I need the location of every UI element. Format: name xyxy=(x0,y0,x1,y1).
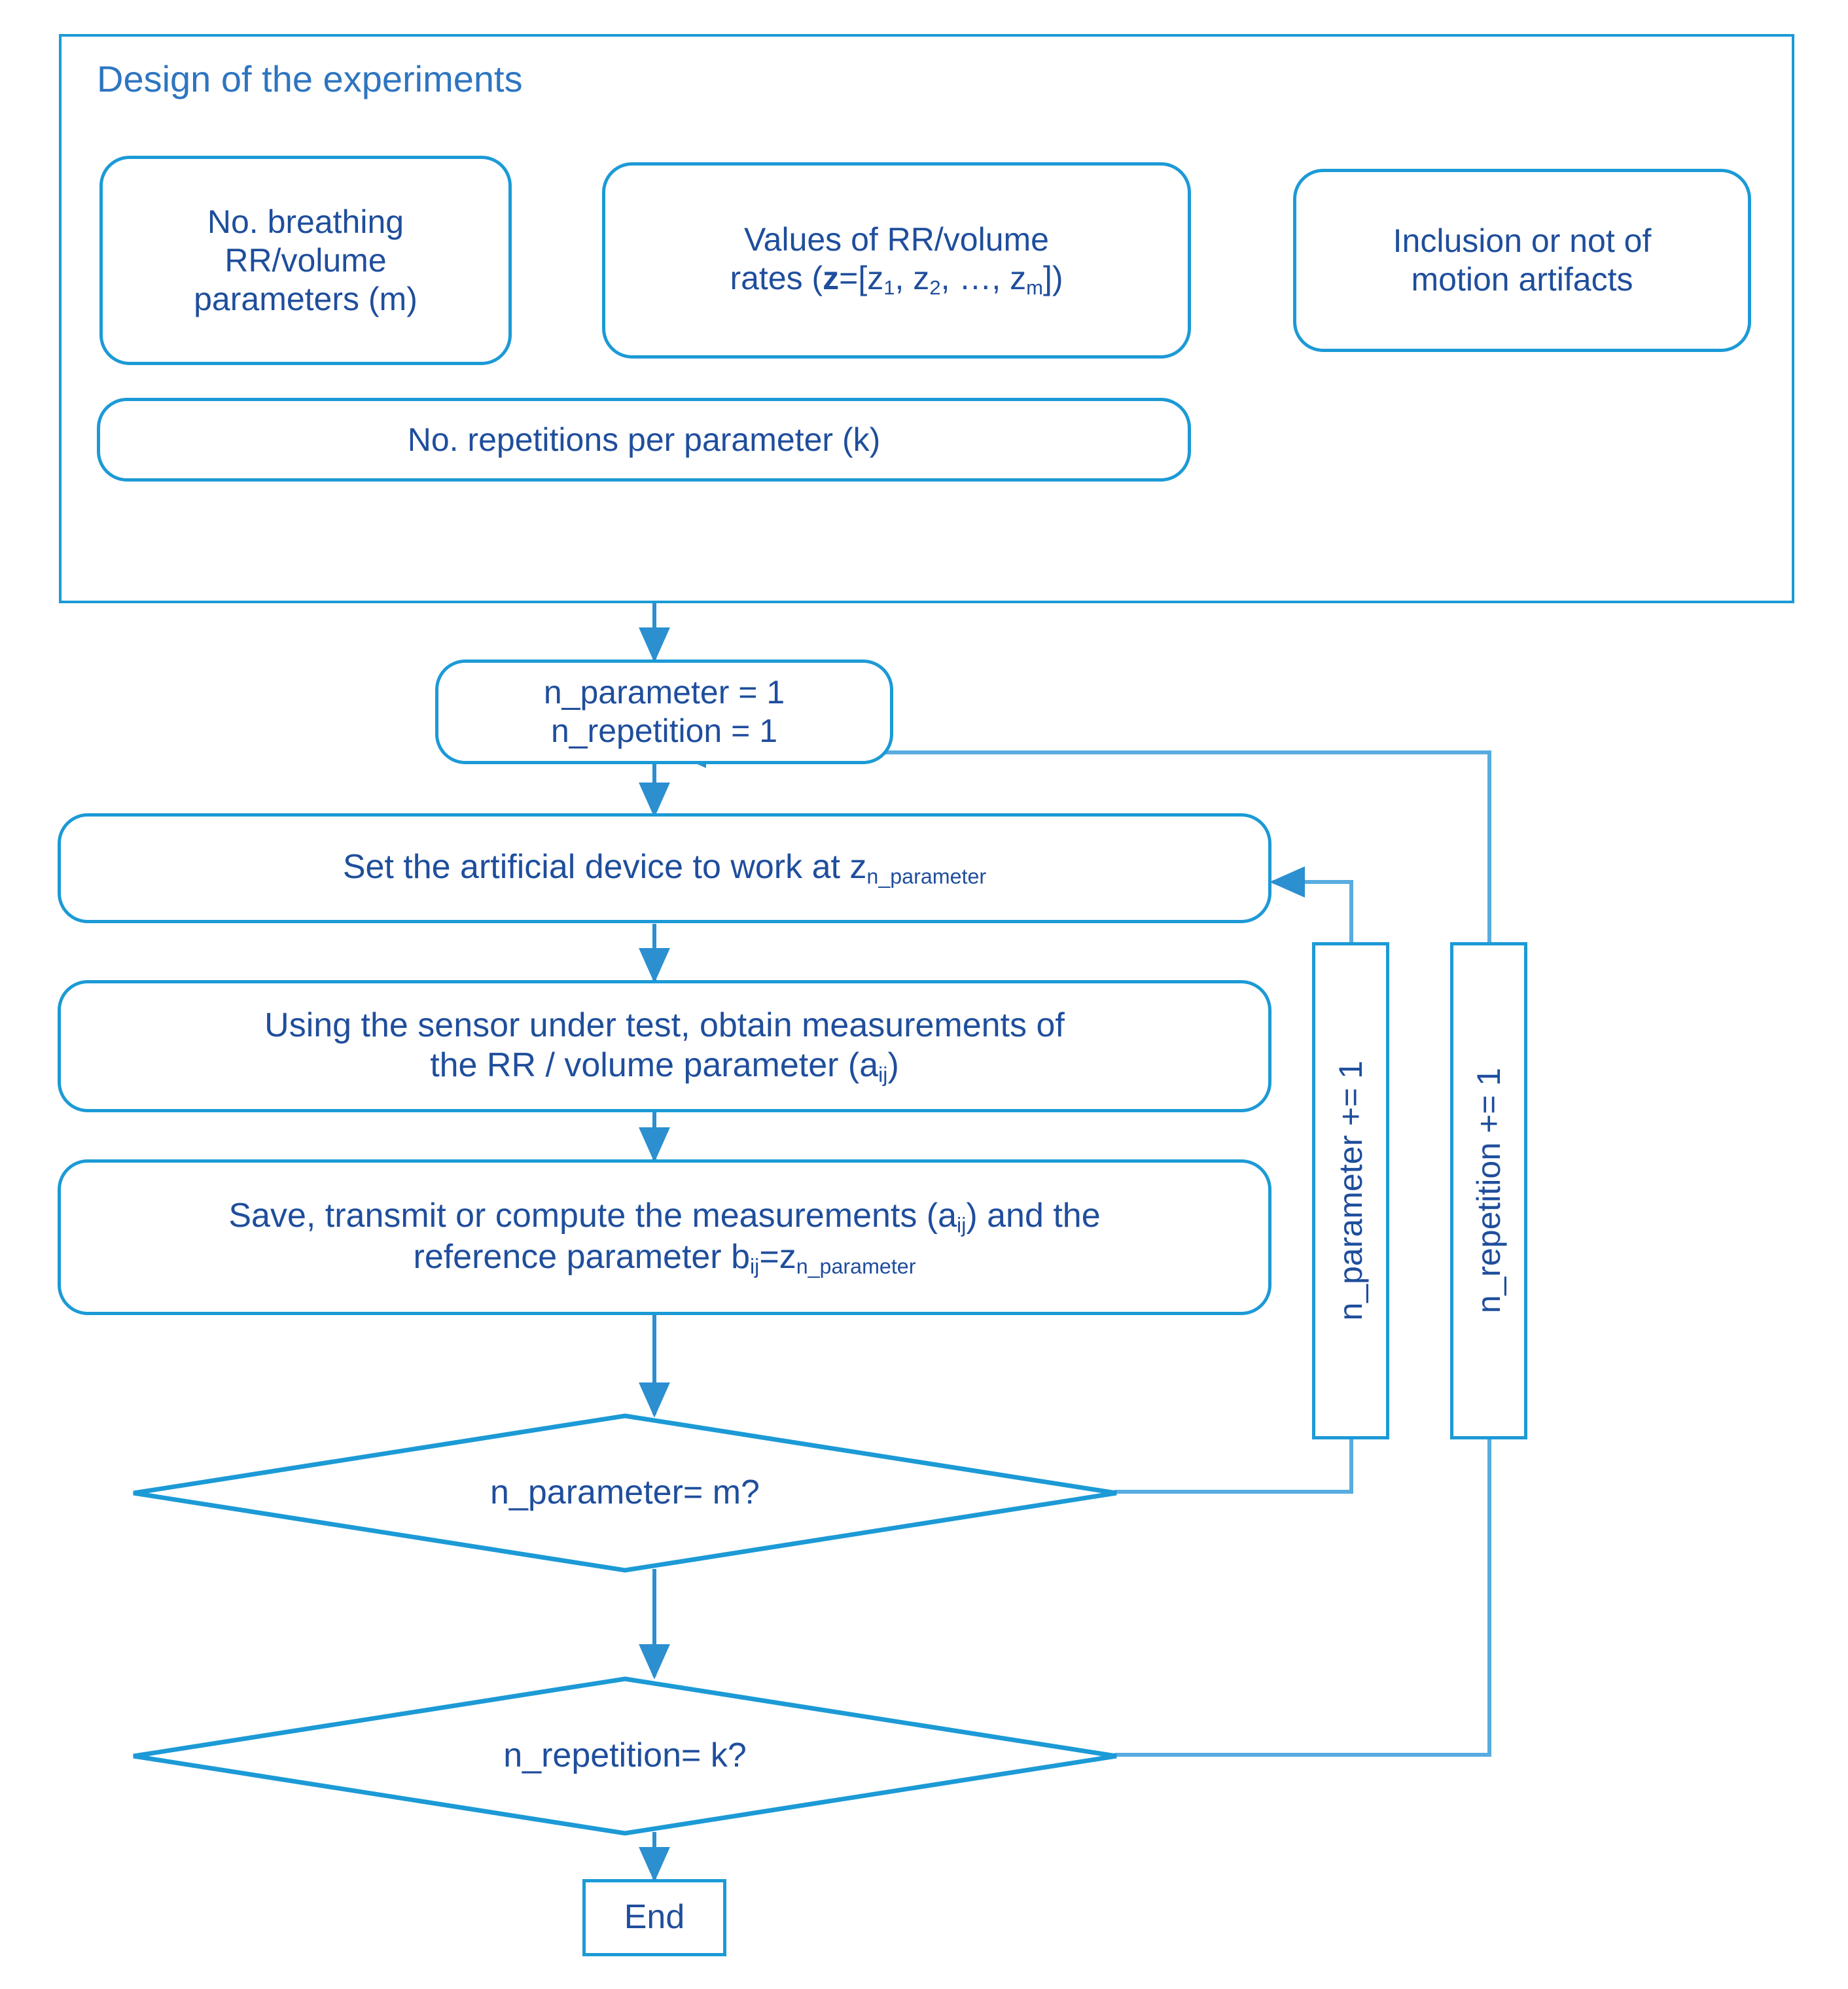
setdevice-prefix: Set the artificial device to work at z xyxy=(342,848,867,887)
node-repetitions-label: No. repetitions per parameter (k) xyxy=(407,421,881,458)
node-decision-repetition-shape xyxy=(133,1676,1117,1836)
node-decision-parameter: n_parameter= m? xyxy=(131,1413,1119,1573)
values-suffix: ]) xyxy=(1042,260,1063,297)
node-set-artificial-device: Set the artificial device to work at zn_… xyxy=(58,813,1271,923)
save-line2-mid: =z xyxy=(759,1238,796,1276)
values-sub3: m xyxy=(1026,276,1043,300)
save-line2: reference parameter bij=zn_parameter xyxy=(228,1237,1100,1278)
node-save-transmit-compute: Save, transmit or compute the measuremen… xyxy=(58,1159,1271,1315)
measure-line2-post: ) xyxy=(887,1046,899,1084)
node-increment-repetition: n_repetition += 1 xyxy=(1450,942,1527,1439)
save-line1-sub: ij xyxy=(957,1212,967,1237)
values-sub2: 2 xyxy=(929,276,941,300)
increment-repetition-label: n_repetition += 1 xyxy=(1470,1068,1507,1314)
measure-line2: the RR / volume parameter (aij) xyxy=(264,1046,1065,1087)
measure-line1: Using the sensor under test, obtain meas… xyxy=(264,1006,1065,1044)
values-bold-z: z xyxy=(823,260,840,297)
values-equals: =[z xyxy=(839,260,884,297)
save-line1-pre: Save, transmit or compute the measuremen… xyxy=(228,1196,957,1235)
node-motion-artifacts: Inclusion or not of motion artifacts xyxy=(1293,169,1751,352)
node-values-line1: Values of RR/volume xyxy=(744,221,1049,258)
save-line1: Save, transmit or compute the measuremen… xyxy=(228,1196,1100,1237)
node-decision-parameter-shape xyxy=(133,1413,1117,1573)
node-paramcount-line1: No. breathing xyxy=(207,203,404,240)
increment-parameter-label: n_parameter += 1 xyxy=(1332,1061,1369,1321)
branch-param-no xyxy=(1114,1439,1353,1494)
node-decision-repetition: n_repetition= k? xyxy=(131,1676,1119,1836)
node-init-line2: n_repetition = 1 xyxy=(550,713,778,749)
save-line1-post: ) and the xyxy=(966,1196,1101,1235)
page-title: Design of the experiments xyxy=(97,58,523,99)
node-initialize-counters: n_parameter = 1 n_repetition = 1 xyxy=(435,660,893,764)
node-obtain-measurements: Using the sensor under test, obtain meas… xyxy=(58,980,1271,1112)
node-values-line2: rates (z=[z1, z2, …, zm]) xyxy=(730,259,1063,300)
decision-parameter-label: n_parameter= m? xyxy=(490,1473,760,1512)
values-mid1: , z xyxy=(895,260,930,297)
node-motion-line1: Inclusion or not of xyxy=(1393,222,1652,259)
node-motion-line2: motion artifacts xyxy=(1411,261,1633,298)
save-line2-pre: reference parameter b xyxy=(413,1238,751,1276)
node-init-line1: n_parameter = 1 xyxy=(543,674,785,711)
node-end: End xyxy=(582,1879,726,1956)
node-repetitions-per-parameter: No. repetitions per parameter (k) xyxy=(97,398,1191,482)
save-line2-sub2: n_parameter xyxy=(796,1254,916,1278)
node-no-breathing-parameters: No. breathing RR/volume parameters (m) xyxy=(99,156,512,365)
measure-line2-pre: the RR / volume parameter (a xyxy=(430,1046,879,1084)
values-sub1: 1 xyxy=(883,276,895,300)
values-mid2: , …, z xyxy=(940,260,1027,297)
node-paramcount-line3: parameters (m) xyxy=(194,280,418,317)
measure-line2-sub: ij xyxy=(878,1063,888,1087)
node-paramcount-line2: RR/volume xyxy=(224,241,387,279)
node-values-of-rates: Values of RR/volume rates (z=[z1, z2, …,… xyxy=(602,162,1191,359)
values-prefix: rates ( xyxy=(730,260,823,297)
save-line2-sub1: ij xyxy=(750,1254,760,1278)
decision-repetition-label: n_repetition= k? xyxy=(503,1736,747,1775)
setdevice-sub: n_parameter xyxy=(866,864,987,889)
end-label: End xyxy=(624,1898,685,1937)
node-increment-parameter: n_parameter += 1 xyxy=(1312,942,1389,1439)
loop-parameter-return xyxy=(1270,866,1353,942)
branch-rep-no xyxy=(1114,1439,1491,1757)
